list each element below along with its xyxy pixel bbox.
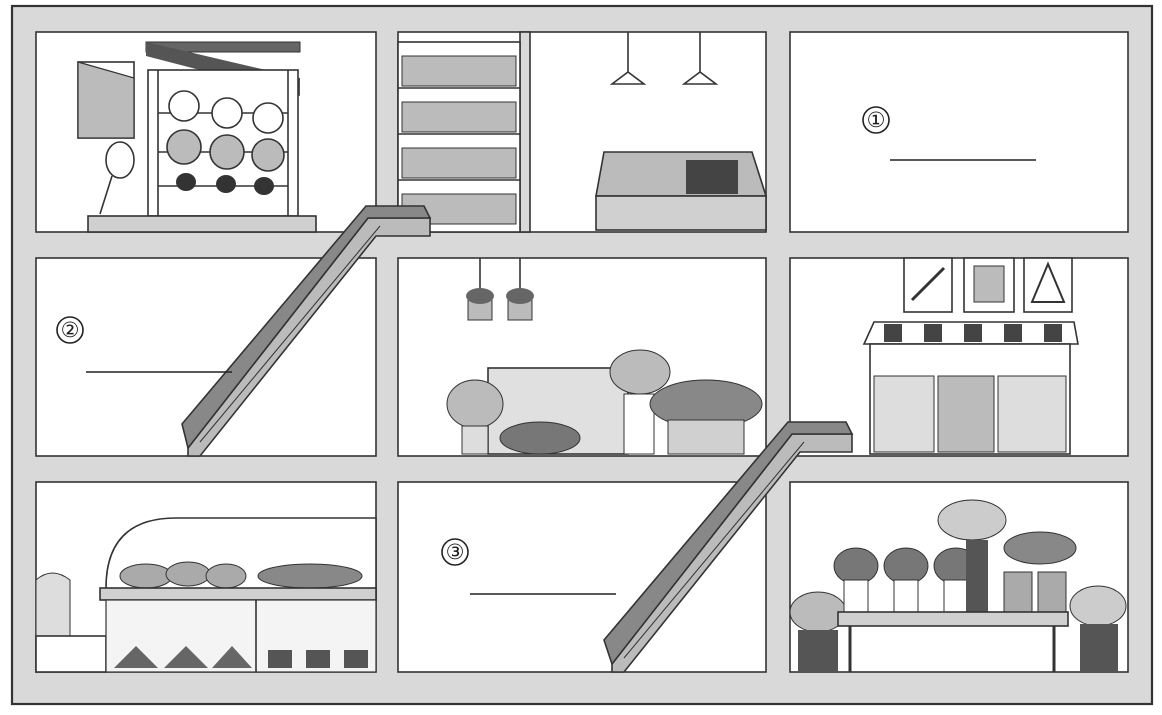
blank-label-2: ②: [56, 316, 232, 373]
label-2-number: ②: [61, 318, 80, 342]
bookshelf-icon: [397, 41, 521, 233]
label-3-number: ③: [446, 540, 465, 564]
bakery-icon: [35, 517, 377, 673]
plant-shop-icon: [789, 499, 1127, 672]
blank-label-3: ③: [441, 538, 616, 595]
flower-shop-icon: [446, 258, 763, 455]
escalator-icon: [181, 205, 432, 457]
label-1-number: ①: [867, 108, 886, 132]
blank-label-1: ①: [862, 106, 1036, 161]
sports-shop-icon: [77, 41, 317, 233]
escalator-lower-icon: [603, 421, 854, 673]
stationery-shop-icon: [862, 257, 1079, 455]
cash-register-icon: [595, 32, 768, 231]
